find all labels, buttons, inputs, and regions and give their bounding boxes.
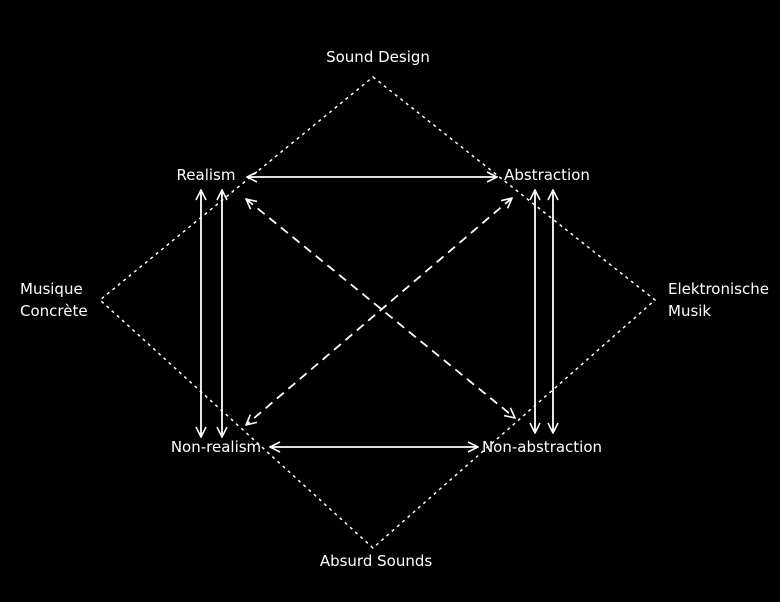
label-line: Musique <box>20 280 83 298</box>
dashed-arrow-abstraction-nonrealism <box>246 198 512 425</box>
label-musique-concrete: Musique Concrète <box>20 278 88 322</box>
label-abstraction: Abstraction <box>504 166 590 184</box>
label-sound-design: Sound Design <box>326 48 430 66</box>
label-line: Elektronische <box>668 280 769 298</box>
dashed-arrow-realism-nonabstraction <box>246 199 515 418</box>
dotted-diamond <box>98 76 657 550</box>
label-line: Concrète <box>20 302 88 320</box>
label-non-realism: Non-realism <box>170 438 262 456</box>
label-elektronische-musik: Elektronische Musik <box>668 278 769 322</box>
label-absurd-sounds: Absurd Sounds <box>319 552 433 570</box>
label-non-abstraction: Non-abstraction <box>481 438 603 456</box>
label-line: Musik <box>668 302 712 320</box>
label-realism: Realism <box>176 166 236 184</box>
